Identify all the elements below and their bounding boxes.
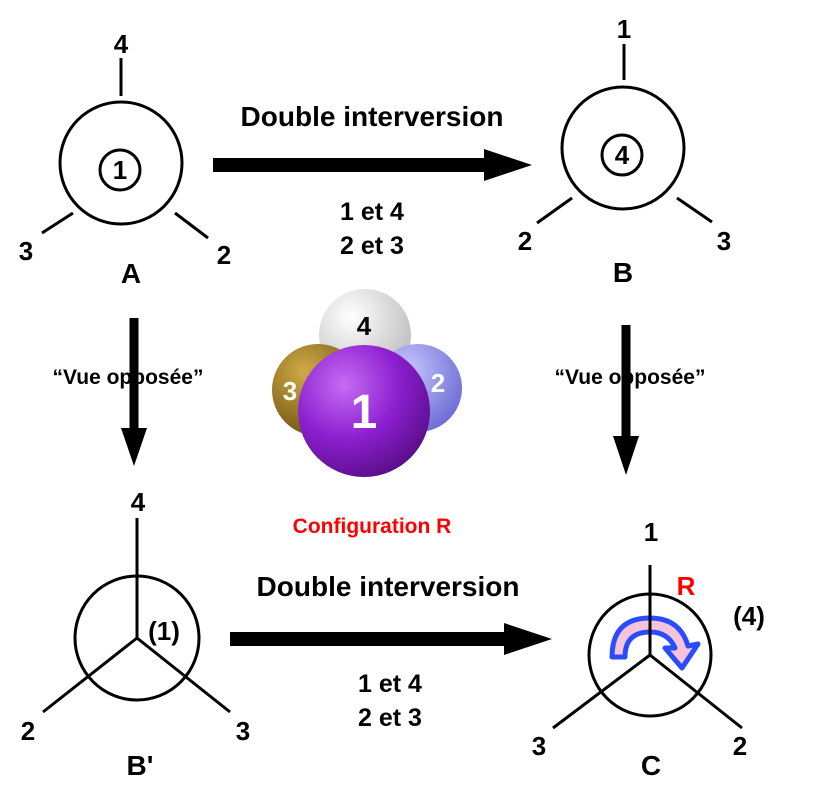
substituent-top: 1	[644, 517, 658, 547]
rotation-arrow-icon	[609, 615, 701, 671]
bond-right	[136, 636, 231, 714]
arrow-swap-line-1: 1 et 4	[340, 198, 404, 226]
atom-2-label: 2	[431, 368, 445, 398]
bond-right	[649, 653, 743, 730]
substituent-left: 2	[21, 716, 35, 746]
substituent-left: 2	[518, 226, 532, 256]
projection-b: 1 4 2 3 B	[518, 14, 731, 288]
arrow-head	[504, 623, 552, 655]
configuration-caption: Configuration R	[293, 515, 452, 538]
front-atom-label: 4	[615, 140, 630, 170]
arrow-head	[613, 436, 639, 475]
arrow-bottom: Double interversion 1 et 4 2 et 3	[230, 571, 552, 732]
front-atom-circle	[98, 148, 142, 192]
space-filling-model: 4 3 2 1 Configuration R	[272, 289, 462, 538]
rear-circle	[560, 85, 686, 211]
front-atom-label: (1)	[148, 616, 180, 646]
substituent-right: 2	[733, 731, 747, 761]
projection-b-prime: 4 (1) 2 3 B'	[21, 487, 250, 781]
arrow-left: “Vue opposée”	[53, 318, 204, 466]
substituent-right: 3	[236, 716, 250, 746]
substituent-left: 3	[19, 236, 33, 266]
projection-name: B	[613, 257, 633, 288]
substituent-right: 2	[217, 240, 231, 270]
substituent-top: 4	[131, 487, 146, 517]
arrow-top: Double interversion 1 et 4 2 et 3	[213, 101, 532, 260]
arrow-swap-line-2: 2 et 3	[340, 232, 404, 260]
bond-right	[676, 196, 713, 224]
substituent-top: 4	[114, 29, 129, 59]
substituent-left: 3	[532, 731, 546, 761]
arrow-label: “Vue opposée”	[555, 366, 706, 389]
arrow-head	[121, 428, 147, 466]
projection-name: C	[641, 750, 661, 781]
rear-atom-label: (4)	[733, 601, 765, 631]
atom-1-label: 1	[351, 386, 378, 439]
bond-left	[42, 636, 138, 714]
atom-1-sphere	[298, 345, 430, 477]
front-atom-label: 1	[113, 155, 127, 185]
atom-3-label: 3	[283, 376, 297, 406]
rear-circle	[58, 100, 184, 226]
projection-a: 4 1 3 2 A	[19, 29, 231, 289]
projection-c: 1 R (4) 3 2 C	[532, 517, 765, 781]
arrow-head	[484, 149, 532, 181]
arrow-title: Double interversion	[241, 101, 504, 132]
arrow-swap-line-1: 1 et 4	[358, 670, 422, 698]
arrow-right: “Vue opposée”	[555, 325, 706, 475]
bond-right	[174, 211, 209, 240]
configuration-letter: R	[677, 571, 696, 601]
bond-left	[536, 196, 573, 225]
arrow-swap-line-2: 2 et 3	[358, 704, 422, 732]
substituent-right: 3	[717, 226, 731, 256]
projection-name: A	[121, 258, 141, 289]
atom-4-label: 4	[357, 311, 372, 341]
rear-circle	[73, 574, 201, 702]
substituent-top: 1	[617, 14, 631, 44]
projection-name: B'	[127, 750, 154, 781]
bond-left	[552, 653, 651, 730]
front-atom-circle	[600, 133, 644, 177]
arrow-title: Double interversion	[257, 571, 520, 602]
bond-left	[41, 211, 74, 235]
arrow-label: “Vue opposée”	[53, 366, 204, 389]
